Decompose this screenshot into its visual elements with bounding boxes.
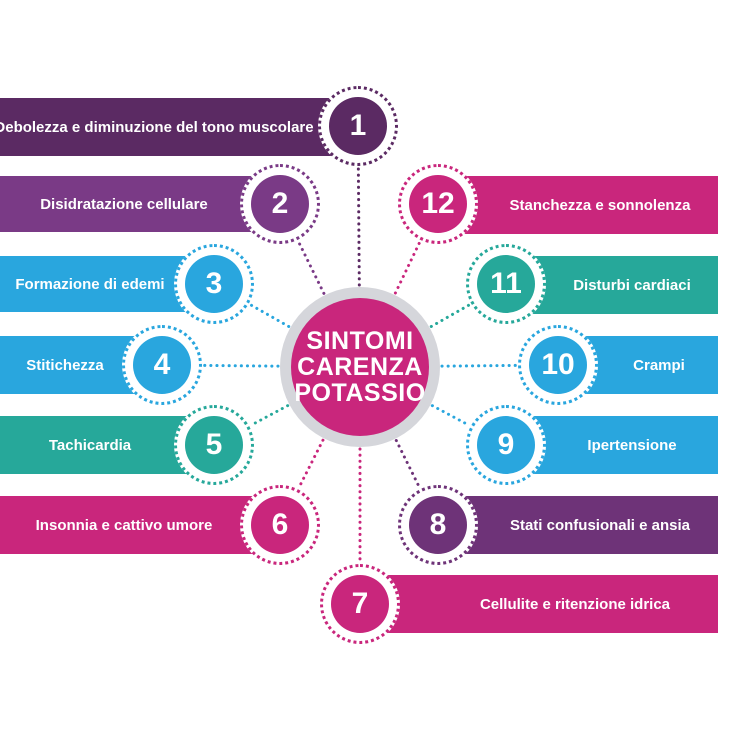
- number-badge-2: 2: [240, 164, 320, 244]
- symptom-label-6: Insonnia e cattivo umore: [35, 516, 213, 534]
- center-title-line-1: SINTOMI: [306, 326, 414, 355]
- connector-line-8: [394, 439, 422, 490]
- center-hub: SINTOMI CARENZA POTASSIO: [280, 287, 440, 447]
- center-title-line-2: CARENZA: [297, 352, 423, 381]
- symptom-label-11: Disturbi cardiaci: [573, 276, 691, 294]
- symptom-label-10: Crampi: [633, 356, 685, 374]
- connector-line-9: [430, 404, 472, 428]
- connector-line-6: [297, 438, 325, 490]
- symptom-bar-7: Cellulite e ritenzione idrica: [380, 575, 718, 633]
- symptom-bar-12: Stanchezza e sonnolenza: [430, 176, 718, 234]
- symptom-label-2: Disidratazione cellulare: [40, 195, 208, 213]
- number-badge-5: 5: [174, 405, 254, 485]
- number-badge-8: 8: [398, 485, 478, 565]
- number-badge-1: 1: [318, 86, 398, 166]
- connector-line-2: [296, 239, 326, 295]
- number-badge-9: 9: [466, 405, 546, 485]
- number-badge-6: 6: [240, 485, 320, 565]
- symptom-label-4: Stitichezza: [26, 356, 104, 374]
- connector-line-5: [248, 404, 290, 428]
- symptom-label-7: Cellulite e ritenzione idrica: [479, 595, 671, 613]
- number-badge-11: 11: [466, 244, 546, 324]
- center-title: SINTOMI CARENZA POTASSIO: [291, 298, 429, 436]
- symptom-label-5: Tachicardia: [48, 436, 132, 454]
- symptom-label-3: Formazione di edemi: [15, 275, 165, 293]
- connector-line-1: [356, 165, 361, 287]
- connector-line-12: [393, 239, 422, 295]
- symptom-bar-1: Debolezza e diminuzione del tono muscola…: [0, 98, 360, 156]
- connector-line-10: [440, 363, 519, 368]
- symptom-label-1: Debolezza e diminuzione del tono muscola…: [0, 118, 314, 136]
- symptom-bar-8: Stati confusionali e ansia: [430, 496, 718, 554]
- number-badge-12: 12: [398, 164, 478, 244]
- number-badge-3: 3: [174, 244, 254, 324]
- connector-line-3: [248, 302, 291, 328]
- number-badge-7: 7: [320, 564, 400, 644]
- center-title-line-3: POTASSIO: [294, 379, 426, 408]
- connector-line-11: [429, 302, 472, 328]
- symptom-label-12: Stanchezza e sonnolenza: [509, 196, 691, 214]
- symptom-label-9: Ipertensione: [587, 436, 677, 454]
- symptom-label-8: Stati confusionali e ansia: [509, 516, 691, 534]
- connector-line-4: [201, 363, 280, 368]
- number-badge-10: 10: [518, 325, 598, 405]
- number-badge-4: 4: [122, 325, 202, 405]
